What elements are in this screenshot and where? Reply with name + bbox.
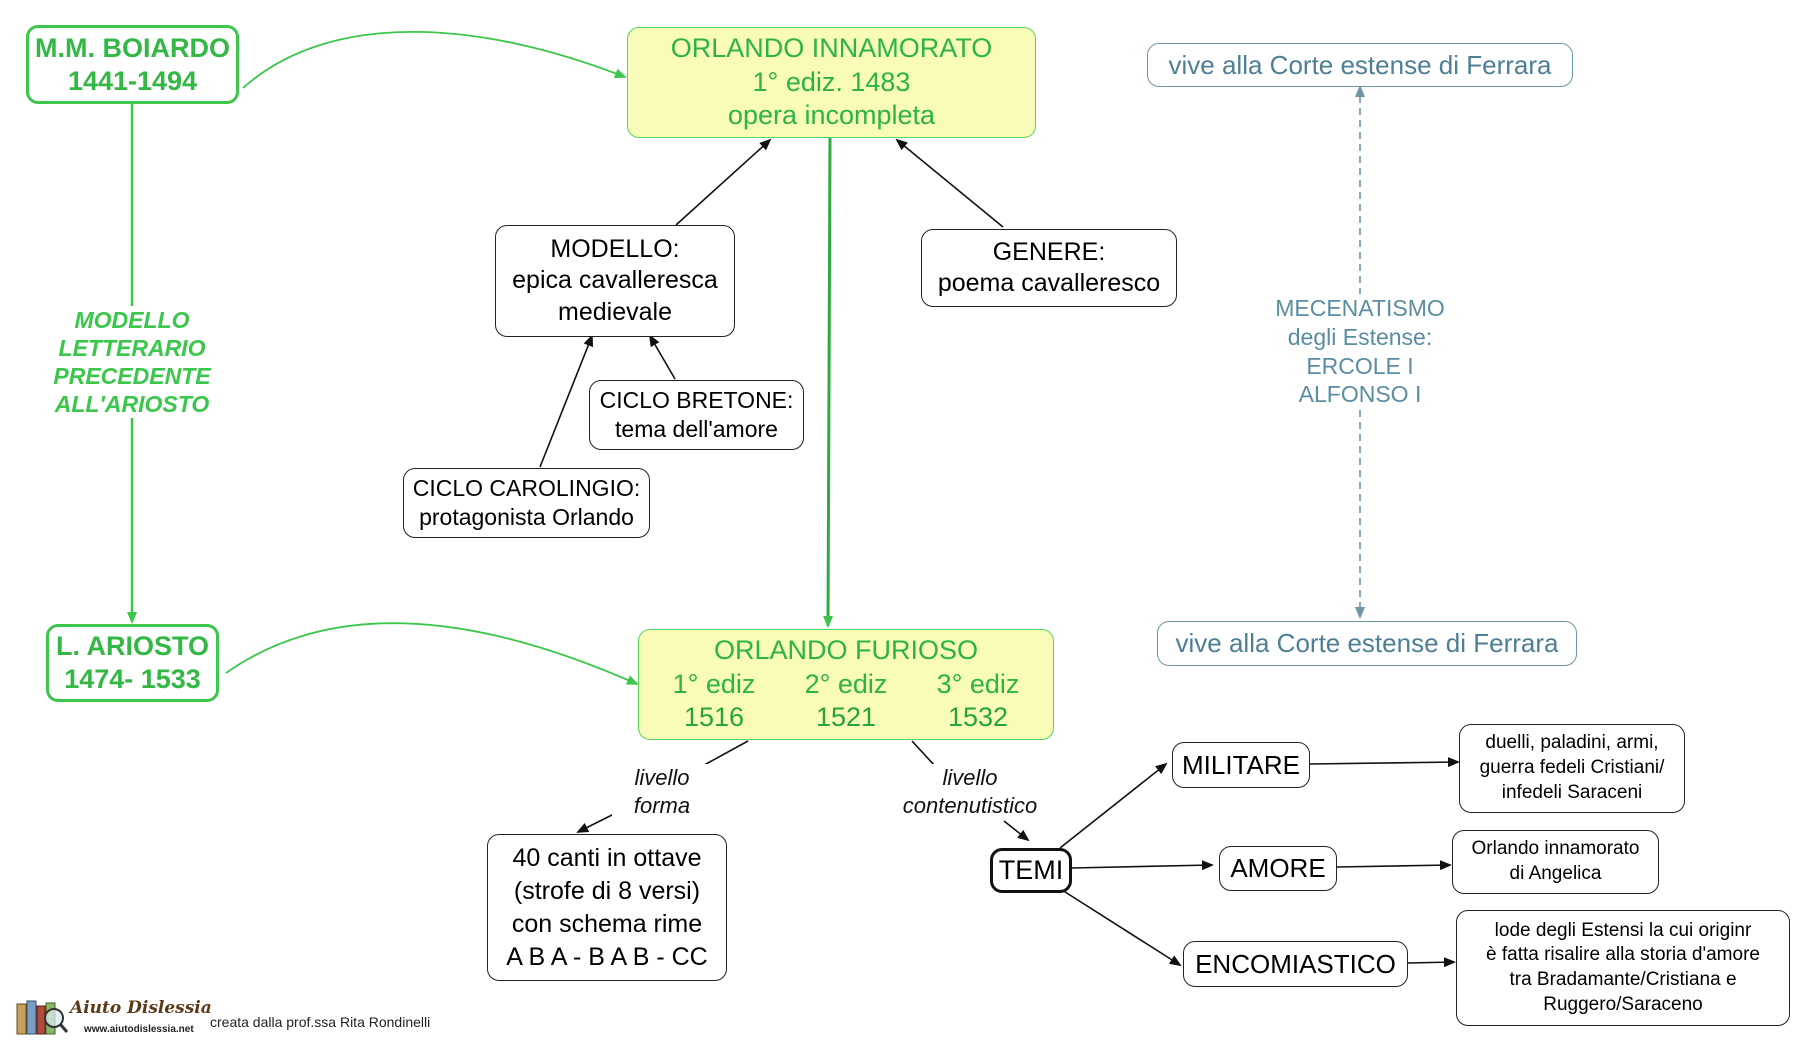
link-boiardo-innamorato [242,31,627,89]
furioso-title: ORLANDO FURIOSO [713,634,979,665]
furioso-year-2: 1521 [815,702,877,733]
link-amore-desc [1336,860,1452,871]
encomiastico-desc-line-1: lode degli Estensi la cui originr [1494,919,1752,941]
amore-desc-line-1: Orlando innamorato [1471,838,1640,860]
genere-line-2: poema cavalleresco [937,269,1161,297]
furioso-edition-3: 3° ediz [936,668,1020,699]
node-militare: MILITARE [1172,742,1310,788]
label-mecenatismo: MECENATISMO degli Estense: ERCOLE I ALFO… [1250,294,1470,409]
node-orlando-furioso: ORLANDO FURIOSO 1° ediz 2° ediz 3° ediz … [638,629,1054,740]
link-temi-militare [1059,762,1168,849]
link-contenutistico-temi [1003,820,1030,842]
ariosto-name: L. ARIOSTO [55,631,209,662]
link-innamorato-furioso [823,137,834,628]
encomiastico-text: ENCOMIASTICO [1195,948,1396,979]
boiardo-name: M.M. BOIARDO [35,32,230,63]
livello-forma-line-1: livello [634,765,690,790]
label-modello-letterario: MODELLO LETTERARIO PRECEDENTE ALL'ARIOST… [40,306,224,419]
link-furioso-contenutistico [911,740,936,767]
node-ciclo-carolingio: CICLO CAROLINGIO: protagonista Orlando [403,468,650,538]
ariosto-dates: 1474- 1533 [64,664,201,694]
node-militare-desc: duelli, paladini, armi, guerra fedeli Cr… [1459,724,1685,813]
encomiastico-desc-line-3: tra Bradamante/Cristiana e [1509,969,1737,990]
corte-bottom-text: vive alla Corte estense di Ferrara [1175,628,1559,659]
modello-letterario-line-1: MODELLO [74,307,190,333]
node-amore-desc: Orlando innamorato di Angelica [1452,830,1659,894]
boiardo-dates: 1441-1494 [67,65,198,96]
link-militare-desc [1309,757,1460,768]
amore-desc-line-2: di Angelica [1509,863,1602,884]
furioso-years-row: 1516 1521 1532 [639,701,1053,735]
militare-desc-line-3: infedeli Saraceni [1501,781,1643,803]
temi-text: TEMI [998,854,1064,885]
mecenatismo-line-1: MECENATISMO [1275,295,1445,321]
innamorato-note: opera incompleta [727,100,936,131]
furioso-year-1: 1516 [683,702,745,733]
militare-desc-line-1: duelli, paladini, armi, [1485,732,1659,754]
militare-desc-line-2: guerra fedeli Cristiani/ [1479,757,1665,779]
aiuto-dislessia-logo[interactable]: Aiuto Dislessia www.aiutodislessia.net [14,996,212,1038]
link-bretone-modello [648,334,676,380]
bretone-line-1: CICLO BRETONE: [599,387,794,414]
modello-letterario-line-2: LETTERARIO [58,335,206,362]
link-encomiastico-desc [1407,957,1456,968]
furioso-year-3: 1532 [947,702,1009,733]
livello-forma-line-2: forma [633,792,691,818]
node-genere: GENERE: poema cavalleresco [921,229,1177,307]
modello-line-2: epica cavalleresca [512,266,718,295]
modello-letterario-line-4: ALL'ARIOSTO [54,391,210,418]
logo-site-text[interactable]: www.aiutodislessia.net [84,1024,194,1035]
livello-contenutistico-line-1: livello [942,765,998,790]
books-magnifier-icon [16,1000,69,1035]
furioso-editions-row: 1° ediz 2° ediz 3° ediz [639,668,1053,702]
node-corte-bottom: vive alla Corte estense di Ferrara [1157,621,1577,666]
node-ciclo-bretone: CICLO BRETONE: tema dell'amore [589,380,804,450]
mecenatismo-line-2: degli Estense: [1287,323,1433,350]
logo-brand-text: Aiuto Dislessia [70,998,212,1018]
node-boiardo: M.M. BOIARDO 1441-1494 [26,25,239,104]
label-livello-forma: livello forma [612,764,712,819]
encomiastico-desc-line-4: Ruggero/Saraceno [1543,993,1703,1015]
node-temi: TEMI [990,848,1072,893]
node-modello: MODELLO: epica cavalleresca medievale [495,225,735,337]
carolingio-line-2: protagonista Orlando [419,504,634,530]
link-carolingio-modello [539,334,593,468]
innamorato-title: ORLANDO INNAMORATO [670,32,993,63]
livello-contenutistico-line-2: contenutistico [902,792,1038,818]
node-ariosto: L. ARIOSTO 1474- 1533 [46,624,219,702]
node-encomiastico-desc: lode degli Estensi la cui originr è fatt… [1456,910,1790,1026]
label-livello-contenutistico: livello contenutistico [880,764,1060,819]
link-temi-encomiastico [1061,889,1182,967]
node-orlando-innamorato: ORLANDO INNAMORATO 1° ediz. 1483 opera i… [627,27,1036,138]
link-ariosto-furioso [225,622,639,685]
node-amore: AMORE [1219,846,1337,891]
author-credit: creata dalla prof.ssa Rita Rondinelli [210,1014,431,1030]
amore-text: AMORE [1230,853,1326,884]
mecenatismo-line-3: ERCOLE I [1306,352,1414,379]
militare-text: MILITARE [1182,749,1300,780]
canti-line-2: (strofe di 8 versi) [513,876,701,905]
canti-line-1: 40 canti in ottave [512,843,702,872]
bretone-line-2: tema dell'amore [615,416,778,442]
furioso-edition-2: 2° ediz [804,668,888,699]
modello-line-1: MODELLO: [550,235,680,264]
carolingio-line-1: CICLO CAROLINGIO: [412,475,641,502]
corte-top-text: vive alla Corte estense di Ferrara [1168,49,1552,80]
node-corte-top: vive alla Corte estense di Ferrara [1147,43,1573,87]
furioso-edition-1: 1° ediz [672,668,756,699]
canti-line-4: A B A - B A B - CC [506,942,708,971]
node-canti: 40 canti in ottave (strofe di 8 versi) c… [487,834,727,981]
link-genere-innamorato [895,138,1004,228]
modello-letterario-line-3: PRECEDENTE [53,363,211,390]
innamorato-edition: 1° ediz. 1483 [752,66,911,97]
node-encomiastico: ENCOMIASTICO [1183,941,1408,987]
mecenatismo-line-4: ALFONSO I [1298,381,1422,408]
genere-line-1: GENERE: [992,237,1106,266]
link-modello-innamorato [675,138,772,226]
encomiastico-desc-line-2: è fatta risalire alla storia d'amore [1486,944,1760,966]
link-temi-amore [1071,860,1214,871]
canti-line-3: con schema rime [511,909,703,938]
modello-line-3: medievale [558,297,672,326]
